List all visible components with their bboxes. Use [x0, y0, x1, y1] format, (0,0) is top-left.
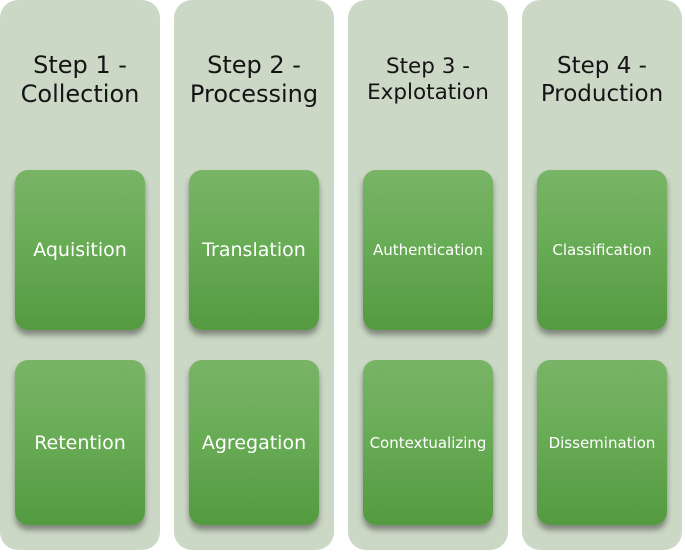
- step-2-title-line2: Processing: [189, 80, 319, 108]
- stage-box-aquisition: Aquisition: [15, 170, 145, 330]
- stage-box-retention: Retention: [15, 360, 145, 525]
- step-3-title-line2: Explotation: [367, 80, 489, 105]
- stage-box-dissemination: Dissemination: [537, 360, 667, 525]
- step-2-title-line1: Step 2 -: [207, 51, 301, 79]
- step-column-3: Step 3 - Explotation Authentication Cont…: [348, 0, 508, 550]
- step-column-2: Step 2 - Processing Translation Agregati…: [174, 0, 334, 550]
- step-column-4: Step 4 - Production Classification Disse…: [522, 0, 682, 550]
- stage-box-contextualizing: Contextualizing: [363, 360, 493, 525]
- stage-box-translation: Translation: [189, 170, 319, 330]
- step-4-title-line1: Step 4 -: [557, 53, 647, 79]
- step-2-title: Step 2 - Processing: [174, 28, 334, 132]
- step-1-title-line1: Step 1 -: [33, 51, 127, 79]
- stage-box-classification: Classification: [537, 170, 667, 330]
- step-4-title: Step 4 - Production: [522, 28, 682, 132]
- step-4-title-line2: Production: [540, 81, 664, 107]
- stage-box-agregation: Agregation: [189, 360, 319, 525]
- step-3-title: Step 3 - Explotation: [348, 28, 508, 132]
- step-1-title: Step 1 - Collection: [0, 28, 160, 132]
- step-1-title-line2: Collection: [20, 80, 140, 108]
- stage-box-authentication: Authentication: [363, 170, 493, 330]
- step-3-title-line1: Step 3 -: [385, 54, 471, 79]
- step-column-1: Step 1 - Collection Aquisition Retention: [0, 0, 160, 550]
